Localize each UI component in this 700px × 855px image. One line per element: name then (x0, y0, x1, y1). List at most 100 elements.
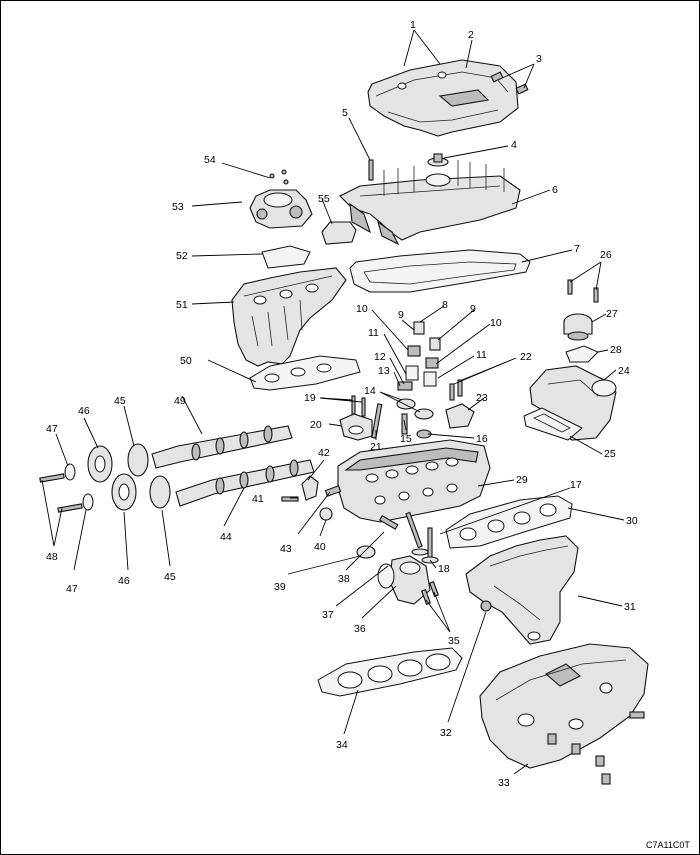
callout-2: 2 (468, 29, 474, 41)
bolt-41 (281, 496, 299, 502)
exhaust-gasket (445, 495, 573, 549)
callout-16: 16 (476, 433, 488, 445)
callout-6: 6 (552, 184, 558, 196)
callout-25: 25 (604, 448, 616, 460)
callout-9-right: 9 (470, 303, 476, 315)
cover-bolt-5 (368, 159, 374, 181)
callout-36: 36 (354, 623, 366, 635)
callout-50: 50 (180, 355, 192, 367)
outlet-bolts (421, 581, 439, 605)
callout-32: 32 (440, 727, 452, 739)
head-gasket (317, 647, 463, 697)
callout-46-upper: 46 (78, 405, 90, 417)
callout-38: 38 (338, 573, 350, 585)
callout-33: 33 (498, 777, 510, 789)
idle-bracket (321, 221, 357, 245)
engine-cover (367, 59, 519, 137)
leader-lines (41, 29, 625, 775)
bolts-26 (567, 279, 599, 303)
bracket-23 (445, 403, 475, 429)
callout-18: 18 (438, 563, 450, 575)
callout-11-left: 11 (368, 327, 379, 339)
callout-44: 44 (220, 531, 232, 543)
callout-24: 24 (618, 365, 630, 377)
callout-17: 17 (570, 479, 582, 491)
callout-8: 8 (442, 299, 448, 311)
callout-1: 1 (410, 19, 416, 31)
callout-5: 5 (342, 107, 348, 119)
callout-41: 41 (252, 493, 264, 505)
intake-gasket (249, 355, 361, 391)
callout-49: 49 (174, 395, 186, 407)
callout-35: 35 (448, 635, 460, 647)
callout-10-right: 10 (490, 317, 502, 329)
part-42 (301, 475, 319, 501)
callout-29: 29 (516, 474, 528, 486)
callout-54: 54 (204, 154, 216, 166)
callout-22: 22 (520, 351, 532, 363)
cylinder-head (337, 439, 491, 523)
callout-47-lower: 47 (66, 583, 78, 595)
outlet-gasket (377, 563, 395, 589)
throttle-body (249, 169, 313, 229)
callout-45-lower: 45 (164, 571, 176, 583)
callout-51: 51 (176, 299, 188, 311)
manifold-nut (480, 600, 492, 612)
camshafts (151, 425, 315, 507)
egr-valve (563, 313, 593, 341)
cover-gasket (349, 249, 531, 293)
callout-26: 26 (600, 249, 612, 261)
water-outlet (377, 555, 431, 605)
callout-labels: 1 2 3 4 5 6 7 8 9 9 10 10 11 11 12 13 14… (46, 19, 638, 789)
part-40 (319, 507, 333, 521)
valves (405, 511, 439, 564)
figure-code: C7A11C0T (646, 840, 690, 850)
callout-47-upper: 47 (46, 423, 58, 435)
callout-34: 34 (336, 739, 348, 751)
callout-37: 37 (322, 609, 334, 621)
callout-55: 55 (318, 193, 330, 205)
callout-15: 15 (400, 433, 412, 445)
callout-14: 14 (364, 385, 376, 397)
callout-31: 31 (624, 601, 636, 613)
callout-39: 39 (274, 581, 286, 593)
valve-train-parts (396, 321, 441, 439)
throttle-gasket (261, 245, 311, 269)
cylinder-head-cover (339, 160, 521, 246)
callout-52: 52 (176, 250, 188, 262)
callout-43: 43 (280, 543, 292, 555)
callout-30: 30 (626, 515, 638, 527)
callout-53: 53 (172, 201, 184, 213)
callout-3: 3 (536, 53, 542, 65)
callout-9-left: 9 (398, 309, 404, 321)
callout-45-upper: 45 (114, 395, 126, 407)
callout-48: 48 (46, 551, 58, 563)
cam-bearing-cap (339, 395, 373, 441)
callout-4: 4 (511, 139, 517, 151)
callout-12: 12 (374, 351, 386, 363)
callout-23: 23 (476, 392, 488, 404)
callout-10-left: 10 (356, 303, 368, 315)
callout-7: 7 (574, 243, 580, 255)
callout-19: 19 (304, 392, 316, 404)
heat-shield (479, 643, 649, 769)
callout-40: 40 (314, 541, 326, 553)
egr-gasket (565, 345, 599, 363)
callout-21: 21 (370, 441, 382, 453)
housing-gasket (523, 407, 583, 441)
exhaust-manifold (465, 535, 579, 645)
part-38 (378, 515, 399, 530)
cam-sprockets (39, 443, 171, 513)
oil-filler-cap (427, 153, 449, 167)
callout-13: 13 (378, 365, 390, 377)
bolts-22 (449, 379, 463, 401)
callout-27: 27 (606, 308, 618, 320)
heat-shield-bolts (547, 711, 645, 785)
callout-11-right: 11 (476, 349, 487, 361)
callout-28: 28 (610, 344, 622, 356)
callout-42: 42 (318, 447, 330, 459)
callout-46-lower: 46 (118, 575, 130, 587)
callout-20: 20 (310, 419, 322, 431)
bolt-21 (371, 403, 383, 439)
